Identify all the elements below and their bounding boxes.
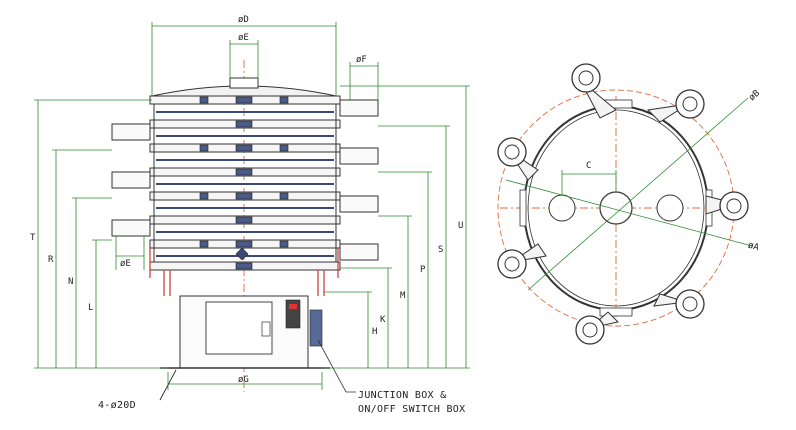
- dim-U: U: [458, 221, 463, 231]
- dim-A: øA: [747, 241, 761, 254]
- front-elevation: øD øE øF øE øG T R N L: [30, 15, 470, 415]
- right-spouts: [339, 99, 379, 261]
- deck-bands: [156, 111, 334, 257]
- center-outlet: [599, 191, 633, 225]
- inner-hole-right: [656, 194, 684, 222]
- dim-M: M: [400, 291, 406, 301]
- outer-lugs: [497, 63, 749, 345]
- motor-door: [205, 301, 273, 355]
- dim-G: øG: [238, 375, 249, 385]
- dim-C: C: [586, 161, 591, 171]
- dim-E-side: øE: [120, 259, 131, 269]
- anchor-bolt-note: 4-ø20D: [98, 400, 136, 411]
- motor-door-window: [261, 321, 271, 337]
- deck-clamps: [199, 96, 289, 270]
- junction-note-line2: ON/OFF SWITCH BOX: [358, 404, 465, 415]
- dim-P: P: [420, 265, 426, 275]
- junction-box: [309, 309, 323, 347]
- junction-note-line1: JUNCTION BOX &: [358, 390, 447, 401]
- switch-indicator: [289, 304, 297, 309]
- top-inlet: [229, 77, 259, 89]
- inner-hole-left: [548, 194, 576, 222]
- dim-F: øF: [356, 55, 367, 65]
- dim-H: H: [372, 327, 377, 337]
- dim-E-top: øE: [238, 33, 249, 43]
- dim-S: S: [438, 245, 443, 255]
- left-spouts: [111, 123, 151, 237]
- dim-B: øB: [747, 88, 762, 103]
- dim-D: øD: [238, 15, 249, 25]
- dim-R: R: [48, 255, 54, 265]
- dim-K: K: [380, 315, 386, 325]
- dim-L: L: [88, 303, 93, 313]
- plan-view: C øB øA: [497, 63, 762, 345]
- dim-T: T: [30, 233, 36, 243]
- deck-marker: [235, 247, 249, 261]
- dim-N: N: [68, 277, 73, 287]
